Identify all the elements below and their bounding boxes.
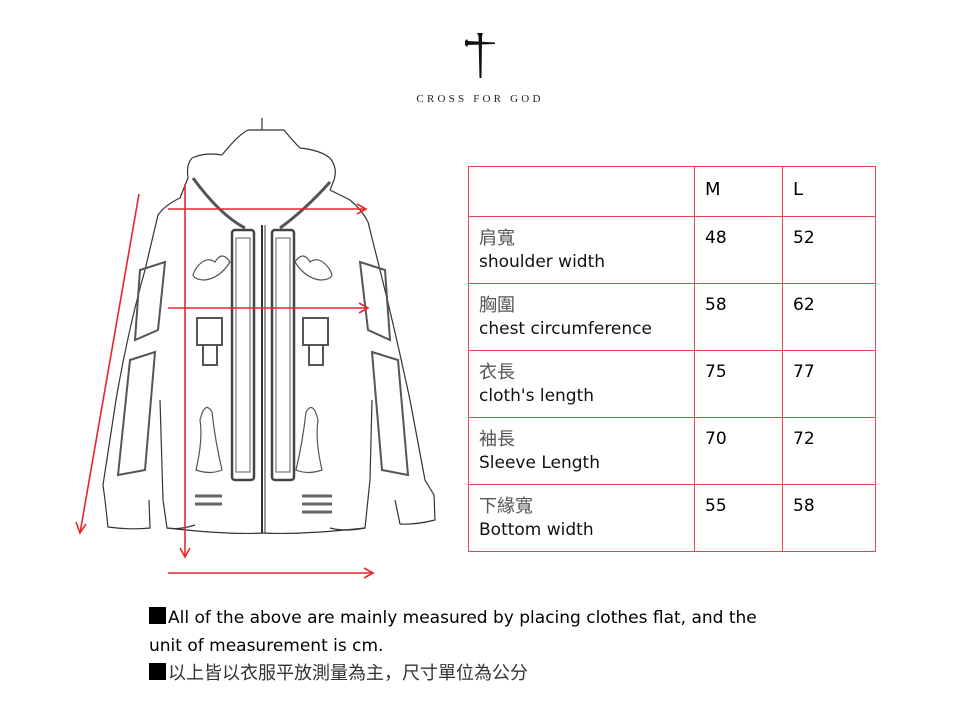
brand-logo: CROSS FOR GOD <box>380 30 580 105</box>
nail-cross-icon <box>465 33 495 78</box>
square-bullet-icon <box>149 607 166 624</box>
label-zh: 下緣寬 <box>479 496 533 517</box>
label-en: shoulder width <box>479 252 606 272</box>
measurement-arrows <box>75 184 375 579</box>
label-zh: 胸圍 <box>479 295 515 316</box>
value-m: 75 <box>694 350 783 418</box>
table-row: 下緣寬 Bottom width 55 58 <box>468 484 876 552</box>
brand-name: CROSS FOR GOD <box>416 93 544 105</box>
value-l: 77 <box>782 350 876 418</box>
label-zh: 肩寬 <box>479 228 515 249</box>
row-label-shoulder: 肩寬 shoulder width <box>468 216 695 284</box>
value-l: 62 <box>782 283 876 351</box>
label-en: chest circumference <box>479 319 652 339</box>
label-en: cloth's length <box>479 386 595 406</box>
value-m: 70 <box>694 417 783 485</box>
value-l: 58 <box>782 484 876 552</box>
label-en: Bottom width <box>479 520 594 540</box>
label-zh: 袖長 <box>479 429 515 450</box>
hoodie-illustration <box>75 118 436 579</box>
row-label-length: 衣長 cloth's length <box>468 350 695 418</box>
measurement-notes: All of the above are mainly measured by … <box>149 604 869 688</box>
table-row: 胸圍 chest circumference 58 62 <box>468 283 876 351</box>
size-chart-table: M L 肩寬 shoulder width 48 52 胸圍 chest cir… <box>468 166 876 552</box>
table-row: 肩寬 shoulder width 48 52 <box>468 216 876 284</box>
row-label-sleeve: 袖長 Sleeve Length <box>468 417 695 485</box>
label-en: Sleeve Length <box>479 453 600 473</box>
square-bullet-icon <box>149 663 166 680</box>
note-en-line-1: All of the above are mainly measured by … <box>149 604 869 632</box>
value-l: 52 <box>782 216 876 284</box>
value-m: 58 <box>694 283 783 351</box>
value-m: 55 <box>694 484 783 552</box>
table-header-row: M L <box>468 166 876 217</box>
value-l: 72 <box>782 417 876 485</box>
label-zh: 衣長 <box>479 362 515 383</box>
note-zh-line: 以上皆以衣服平放測量為主，尺寸單位為公分 <box>149 660 869 688</box>
note-en-line-2: unit of measurement is cm. <box>149 636 384 656</box>
row-label-bottom: 下緣寬 Bottom width <box>468 484 695 552</box>
header-size-l: L <box>782 166 876 217</box>
value-m: 48 <box>694 216 783 284</box>
header-empty-cell <box>468 166 695 217</box>
table-row: 袖長 Sleeve Length 70 72 <box>468 417 876 485</box>
row-label-chest: 胸圍 chest circumference <box>468 283 695 351</box>
header-size-m: M <box>694 166 783 217</box>
table-row: 衣長 cloth's length 75 77 <box>468 350 876 418</box>
